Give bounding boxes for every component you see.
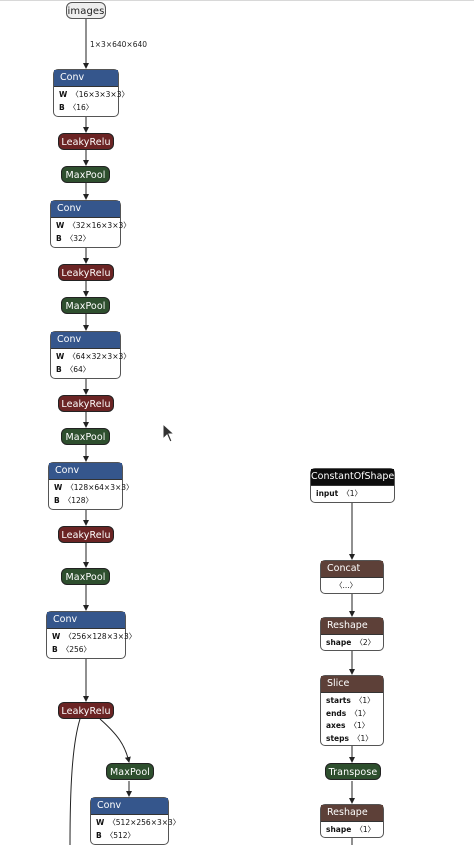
attr-row-input: input〈1〉	[316, 489, 362, 498]
leakyrelu-node-1[interactable]: LeakyRelu	[58, 133, 114, 150]
attr-row-b: B〈128〉	[54, 495, 94, 505]
attr-row-b: B〈64〉	[56, 364, 91, 374]
reshape-node-1[interactable]: Reshape shape〈2〉	[320, 617, 384, 651]
node-title: Conv	[51, 332, 120, 349]
conv-node-6[interactable]: Conv W〈512×256×3×3〉 B〈512〉	[90, 797, 181, 845]
maxpool-node-2[interactable]: MaxPool	[61, 297, 110, 314]
attr-row-axes: axes〈1〉	[326, 721, 370, 730]
attr-row-starts: starts〈1〉	[326, 696, 375, 705]
attr-row-w: W〈512×256×3×3〉	[96, 818, 181, 827]
attr-row-steps: steps〈1〉	[326, 733, 373, 743]
maxpool-node-3[interactable]: MaxPool	[61, 428, 110, 445]
input-edge-label: 1×3×640×640	[90, 40, 148, 49]
attr-row-w: W〈256×128×3×3〉	[52, 632, 137, 641]
edge	[99, 718, 131, 763]
transpose-node[interactable]: Transpose	[325, 763, 381, 780]
node-title: Reshape	[321, 618, 383, 635]
attr-row-inputs: 〈...〉	[335, 581, 358, 590]
node-title: Conv	[49, 463, 122, 480]
attr-row-b: B〈512〉	[96, 830, 136, 840]
node-title: Conv	[47, 612, 125, 629]
maxpool-node-1[interactable]: MaxPool	[61, 166, 110, 183]
conv-node-1[interactable]: Conv W〈16×3×3×3〉 B〈16〉	[53, 69, 129, 117]
attr-row-w: W〈16×3×3×3〉	[59, 90, 129, 99]
conv-node-2[interactable]: Conv W〈32×16×3×3〉 B〈32〉	[50, 200, 131, 248]
leakyrelu-node-4[interactable]: LeakyRelu	[58, 526, 114, 543]
edge	[69, 718, 81, 845]
node-title: Concat	[321, 561, 383, 578]
node-title: Conv	[51, 201, 120, 218]
maxpool-node-4[interactable]: MaxPool	[61, 568, 110, 585]
slice-node[interactable]: Slice starts〈1〉 ends〈1〉 axes〈1〉 steps〈1〉	[320, 675, 384, 746]
conv-node-5[interactable]: Conv W〈256×128×3×3〉 B〈256〉	[46, 611, 137, 659]
node-title: Reshape	[321, 805, 383, 822]
node-title: ConstantOfShape	[311, 469, 394, 486]
node-title: Slice	[321, 676, 383, 693]
maxpool-node-5[interactable]: MaxPool	[106, 763, 154, 780]
leakyrelu-node-3[interactable]: LeakyRelu	[58, 395, 114, 412]
node-title: Conv	[54, 70, 118, 87]
attr-row-shape: shape〈2〉	[326, 638, 376, 647]
attr-row-w: W〈64×32×3×3〉	[56, 352, 131, 361]
mouse-cursor-icon	[162, 422, 176, 443]
attr-row-b: B〈16〉	[59, 102, 94, 112]
concat-node[interactable]: Concat 〈...〉	[320, 560, 384, 594]
conv-node-4[interactable]: Conv W〈128×64×3×3〉 B〈128〉	[48, 462, 134, 510]
node-title: Conv	[91, 798, 168, 815]
leakyrelu-node-2[interactable]: LeakyRelu	[58, 264, 114, 281]
attr-row-w: W〈32×16×3×3〉	[56, 221, 131, 230]
attr-row-ends: ends〈1〉	[326, 708, 371, 718]
leakyrelu-node-5[interactable]: LeakyRelu	[58, 702, 114, 719]
constantofshape-node[interactable]: ConstantOfShape input〈1〉	[310, 468, 395, 503]
input-node-images[interactable]: images	[66, 2, 106, 19]
attr-row-b: B〈32〉	[56, 233, 91, 243]
top-border	[0, 0, 474, 1]
conv-node-3[interactable]: Conv W〈64×32×3×3〉 B〈64〉	[50, 331, 131, 379]
reshape-node-2[interactable]: Reshape shape〈1〉	[320, 804, 384, 838]
attr-row-shape: shape〈1〉	[326, 825, 376, 834]
input-node-label: images	[67, 6, 105, 17]
attr-row-b: B〈256〉	[52, 644, 92, 654]
attr-row-w: W〈128×64×3×3〉	[54, 483, 134, 492]
